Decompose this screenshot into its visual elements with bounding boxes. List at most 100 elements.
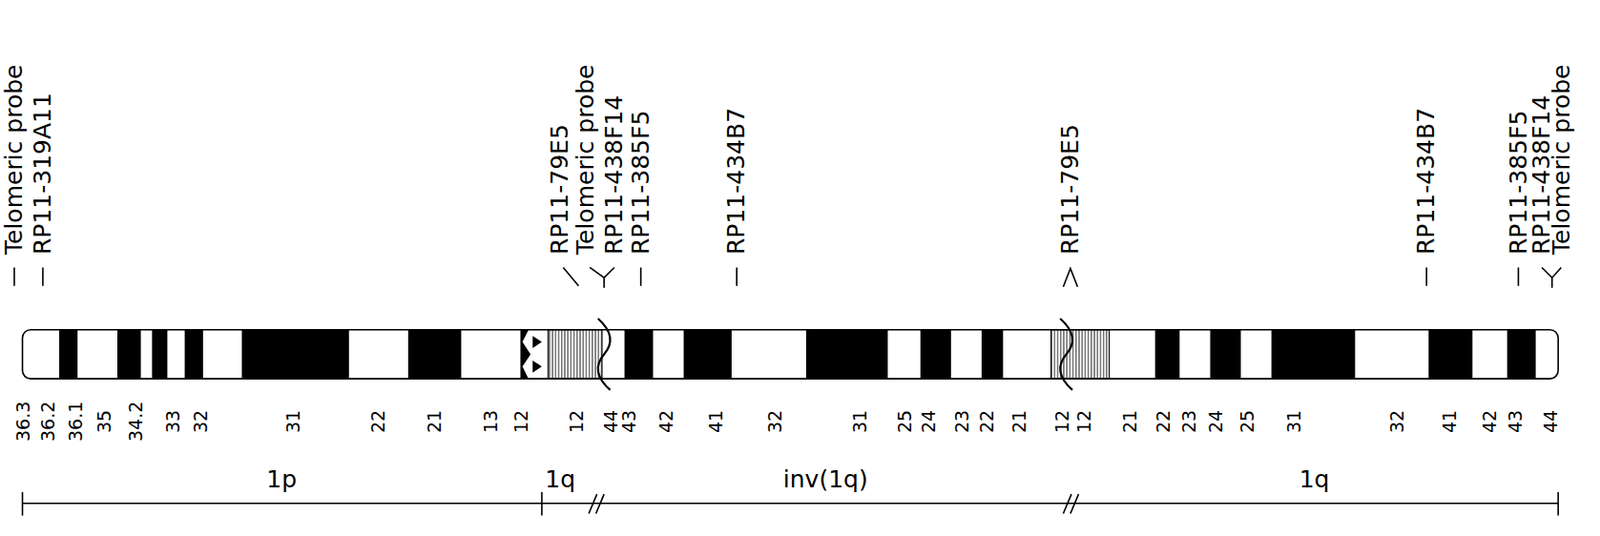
band-number: 44 xyxy=(601,410,622,434)
band-number: 42 xyxy=(656,410,677,434)
break-mark xyxy=(1070,494,1080,514)
band-number: 44 xyxy=(1540,410,1561,434)
band-number: 25 xyxy=(894,410,915,434)
band-number: 43 xyxy=(1505,410,1526,434)
band-number: 31 xyxy=(850,410,871,434)
probe-label: RP11-438F14 xyxy=(601,95,628,255)
leader-line xyxy=(562,267,579,286)
leader-fork xyxy=(1062,269,1078,288)
dark-band xyxy=(1507,330,1537,379)
breakpoint-wave xyxy=(1059,318,1073,391)
centromere xyxy=(519,330,531,379)
probe-label: RP11-319A11 xyxy=(29,92,57,255)
band-number: 43 xyxy=(619,410,640,434)
band-number: 22 xyxy=(368,410,389,434)
band-number: 12 xyxy=(1074,410,1095,434)
probe-label: Telomeric probe xyxy=(572,64,600,255)
band-number: 36.2 xyxy=(38,401,59,442)
dark-band xyxy=(241,330,349,379)
probe-label: RP11-434B7 xyxy=(1412,107,1440,255)
band-number: 23 xyxy=(952,410,973,434)
probe-label: RP11-385F5 xyxy=(627,110,655,255)
band-number: 24 xyxy=(918,410,939,434)
band-number: 12 xyxy=(1052,410,1073,434)
chromosome-bands xyxy=(22,330,1559,379)
band-number: 21 xyxy=(1120,410,1141,434)
breakpoint-wave xyxy=(598,318,611,391)
chromosome-outline xyxy=(22,330,1559,379)
band-number: 25 xyxy=(1237,410,1258,434)
dark-band xyxy=(920,330,952,379)
band-number: 33 xyxy=(163,410,184,434)
break-mark xyxy=(596,494,605,514)
break-mark xyxy=(1062,494,1072,514)
band-number: 22 xyxy=(1153,410,1174,434)
band-number: 32 xyxy=(765,410,786,434)
arm-label: 1q xyxy=(544,466,576,494)
bracket-tick xyxy=(1557,492,1559,517)
dark-band xyxy=(185,330,204,379)
band-number: 34.2 xyxy=(125,401,146,442)
probe-label: RP11-79E5 xyxy=(546,124,574,256)
dark-band xyxy=(1271,330,1356,379)
heterochromatin-band xyxy=(547,330,603,379)
leader-fork xyxy=(1541,267,1561,288)
band-number: 31 xyxy=(283,410,304,434)
leader-line xyxy=(1517,267,1520,286)
leader-line xyxy=(41,267,44,286)
leader-line xyxy=(735,267,738,286)
band-number: 21 xyxy=(424,410,445,434)
arm-label: inv(1q) xyxy=(783,466,869,494)
probe-label: Telomeric probe xyxy=(1548,64,1576,255)
probe-label: RP11-79E5 xyxy=(1057,124,1084,256)
dark-band xyxy=(624,330,654,379)
leader-fork xyxy=(589,267,615,288)
band-number: 32 xyxy=(190,410,211,434)
probe-label: Telomeric probe xyxy=(0,64,28,255)
band-number: 23 xyxy=(1179,410,1200,434)
dark-band xyxy=(151,330,167,379)
band-number: 32 xyxy=(1387,410,1408,434)
dark-band xyxy=(1428,330,1473,379)
band-number: 36.1 xyxy=(65,401,86,442)
dark-band xyxy=(117,330,142,379)
arm-label: 1p xyxy=(266,466,297,494)
band-number: 21 xyxy=(1009,410,1030,434)
dark-band xyxy=(408,330,462,379)
band-number: 41 xyxy=(1439,410,1460,434)
band-number: 12 xyxy=(566,410,587,434)
bracket-tick xyxy=(21,492,24,517)
probe-leaders xyxy=(14,267,1561,288)
probe-label: RP11-385F5 xyxy=(1505,110,1533,255)
dark-band xyxy=(981,330,1003,379)
centromere xyxy=(532,335,542,374)
leader-line xyxy=(640,267,643,286)
chromosome-body xyxy=(22,330,1559,379)
band-number: 13 xyxy=(480,410,501,434)
dark-bands xyxy=(59,330,1537,379)
dark-band xyxy=(1155,330,1181,379)
arm-label: 1q xyxy=(1299,466,1330,494)
band-number: 35 xyxy=(94,410,115,434)
breakpoints xyxy=(598,318,1073,391)
band-number: 31 xyxy=(1284,410,1305,434)
dark-band xyxy=(806,330,889,379)
band-number: 42 xyxy=(1479,410,1500,434)
band-number: 12 xyxy=(511,410,532,434)
dark-band xyxy=(1209,330,1241,379)
bracket-line xyxy=(22,502,1559,505)
dark-band xyxy=(59,330,78,379)
bracket-tick xyxy=(540,492,543,517)
leader-line xyxy=(1425,267,1428,286)
band-number: 36.3 xyxy=(13,401,34,442)
band-number: 22 xyxy=(976,410,998,434)
arm-bracket xyxy=(22,492,1559,517)
dark-band xyxy=(684,330,732,379)
probe-label: RP11-434B7 xyxy=(723,107,750,255)
band-number: 41 xyxy=(706,410,727,434)
break-mark xyxy=(588,494,598,514)
leader-line xyxy=(13,267,16,286)
band-number: 24 xyxy=(1205,410,1226,434)
